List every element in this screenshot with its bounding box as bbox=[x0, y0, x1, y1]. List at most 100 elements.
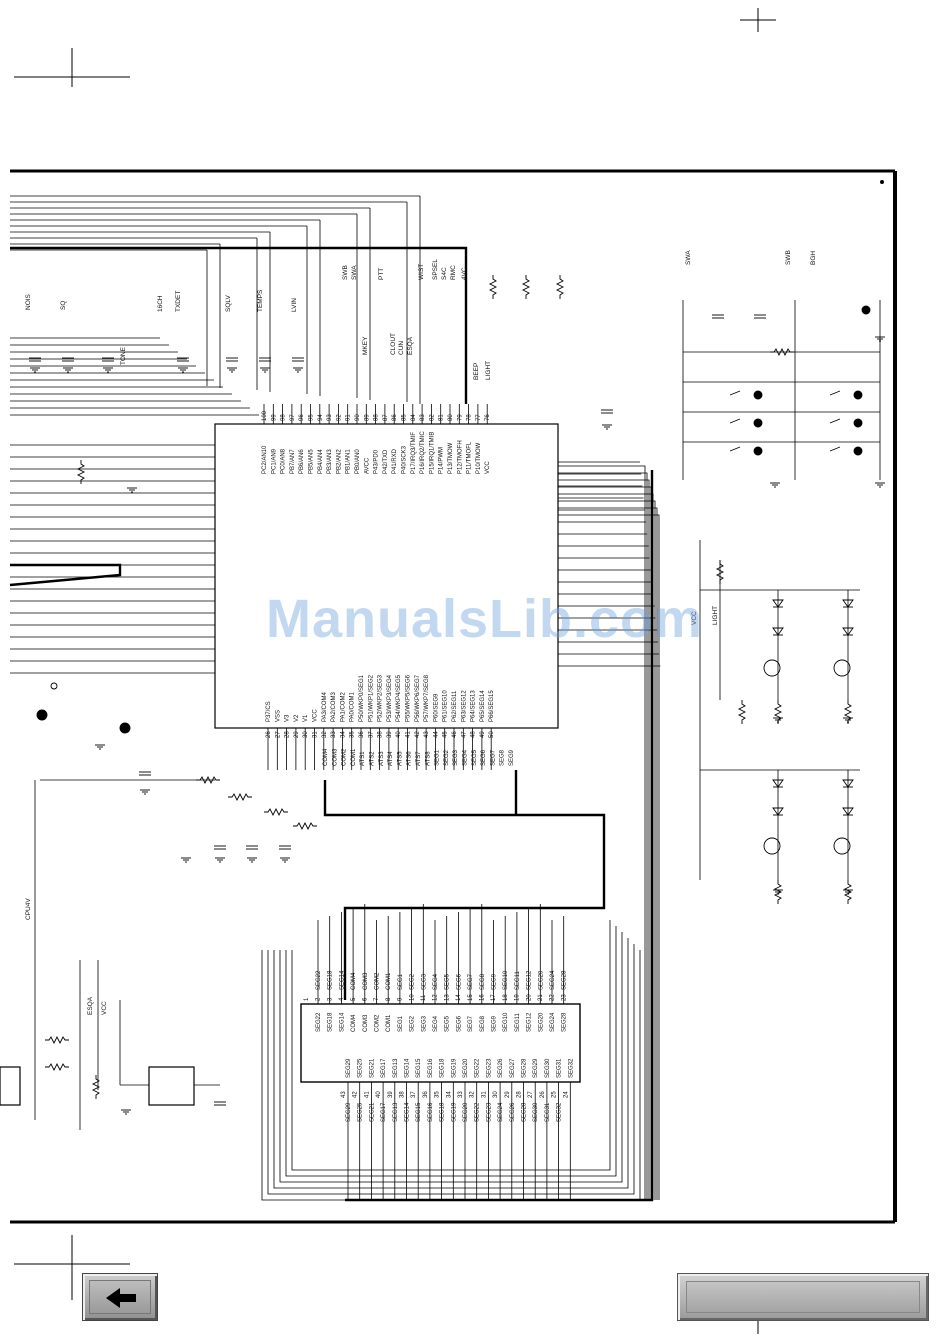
net-label: ATS4 bbox=[388, 751, 394, 766]
pin-name: P13/TMOW bbox=[448, 442, 454, 474]
wire bbox=[293, 821, 317, 831]
pin-number: 83 bbox=[420, 414, 426, 421]
pin-number: 16 bbox=[480, 994, 486, 1001]
lcd-segment: SEG16 bbox=[428, 1058, 434, 1078]
lcd-segment: SEG19 bbox=[451, 1058, 457, 1078]
pin-number: 14 bbox=[456, 994, 462, 1001]
pin-number: 95 bbox=[309, 414, 315, 421]
pin-number: 42 bbox=[353, 1091, 359, 1098]
pin-name: PC0/AN8 bbox=[281, 448, 287, 474]
pin-number: 42 bbox=[415, 731, 421, 738]
switch-contact bbox=[853, 418, 863, 428]
net-label: SEG7 bbox=[468, 973, 474, 990]
pin-number: 96 bbox=[299, 414, 305, 421]
mcu-bottom-pins: 26P37/CS27VSS28V329V230V131VCC32PA3/COM4… bbox=[266, 674, 495, 738]
switch-contact bbox=[753, 390, 763, 400]
net-label: SEG25 bbox=[358, 1102, 364, 1122]
pin-number: 35 bbox=[435, 1091, 441, 1098]
led-symbol bbox=[772, 779, 784, 788]
pin-name: P12/TMOFH bbox=[457, 440, 463, 474]
pin-number: 39 bbox=[388, 1091, 394, 1098]
pin-number: 89 bbox=[364, 414, 370, 421]
pin-number: 29 bbox=[294, 731, 300, 738]
net-label: SEG6 bbox=[481, 749, 487, 766]
wire bbox=[715, 560, 725, 584]
lcd-segment: SEG28 bbox=[522, 1058, 528, 1078]
net-label: SEG21 bbox=[369, 1102, 375, 1122]
lcd-segment: SEG1 bbox=[398, 1015, 404, 1032]
net-label: SEG4 bbox=[433, 973, 439, 990]
net-label: ATS7 bbox=[416, 751, 422, 766]
pin-name: PB2/AN2 bbox=[336, 449, 342, 474]
wire bbox=[829, 446, 841, 452]
wire bbox=[228, 792, 252, 802]
net-label: COM2 bbox=[342, 748, 348, 766]
net-label: TEMPS bbox=[257, 289, 264, 312]
pin-number: 43 bbox=[341, 1091, 347, 1098]
next-page-button[interactable] bbox=[677, 1273, 929, 1321]
pin-name: P52/WKP2/SEG3 bbox=[378, 674, 384, 722]
wire bbox=[729, 446, 741, 452]
wire bbox=[9, 563, 122, 587]
net-label: CLOUT bbox=[390, 333, 397, 355]
pin-name: P42/TXD bbox=[383, 449, 389, 474]
wire bbox=[558, 507, 658, 1200]
wire bbox=[770, 347, 794, 357]
pin-number: 98 bbox=[281, 414, 287, 421]
pin-number: 27 bbox=[528, 1091, 534, 1098]
net-label: COM4 bbox=[323, 748, 329, 766]
pin-number: 47 bbox=[461, 731, 467, 738]
lcd-segment: SEG4 bbox=[433, 1015, 439, 1032]
pin-number: 31 bbox=[481, 1091, 487, 1098]
wire bbox=[91, 1075, 101, 1099]
pin-name: P40/SCK3 bbox=[402, 445, 408, 474]
net-label: LIGHT bbox=[712, 606, 719, 625]
pin-number: 30 bbox=[493, 1091, 499, 1098]
lcd-segment: SEG2 bbox=[410, 1015, 416, 1032]
pin-name: PC2/AN10 bbox=[262, 445, 268, 474]
pin-number: 3 bbox=[327, 997, 333, 1001]
pin-number: 88 bbox=[374, 414, 380, 421]
pin-number: 23 bbox=[561, 994, 567, 1001]
pin-number: 76 bbox=[485, 414, 491, 421]
net-label: RMC bbox=[450, 265, 457, 280]
pin-name: VCC bbox=[313, 709, 319, 722]
pin-name: P56/WKP6/SEG7 bbox=[415, 674, 421, 722]
wire bbox=[737, 700, 747, 724]
pin-number: 27 bbox=[275, 731, 281, 738]
pin-name: P53/WKP3/SEG4 bbox=[387, 674, 393, 722]
pin-number: 37 bbox=[411, 1091, 417, 1098]
pin-name: PB4/AN4 bbox=[318, 449, 324, 474]
net-label: SEG24 bbox=[498, 1102, 504, 1122]
pin-number: 11 bbox=[421, 994, 427, 1001]
wire bbox=[521, 275, 531, 299]
wire bbox=[267, 944, 635, 1195]
switch-contact bbox=[853, 390, 863, 400]
net-label: SEG5 bbox=[472, 749, 478, 766]
net-label: COM4 bbox=[351, 972, 357, 990]
pin-number: 100 bbox=[262, 410, 268, 421]
pin-number: 38 bbox=[400, 1091, 406, 1098]
lcd-segment: SEG25 bbox=[358, 1058, 364, 1078]
back-button-face bbox=[89, 1280, 151, 1314]
pin-name: P55/WKP5/SEG6 bbox=[406, 674, 412, 722]
back-button[interactable] bbox=[82, 1273, 158, 1321]
pin-name: P41/RXD bbox=[392, 448, 398, 474]
wire bbox=[279, 932, 623, 1183]
pin-name: P65/SEG14 bbox=[480, 690, 486, 722]
net-label: BGH bbox=[810, 251, 817, 265]
pin-name: P61/SEG10 bbox=[443, 690, 449, 722]
net-label: SPSEL bbox=[432, 259, 439, 280]
pin-number: 39 bbox=[387, 731, 393, 738]
net-label: SEG19 bbox=[451, 1102, 457, 1122]
pin-name: P43/PD0 bbox=[374, 449, 380, 474]
net-label: ATS5 bbox=[397, 751, 403, 766]
lcd-segment: SEG29 bbox=[346, 1058, 352, 1078]
wire bbox=[273, 938, 629, 1189]
lcd-segment: SEG5 bbox=[445, 1015, 451, 1032]
pin-number: 26 bbox=[266, 731, 272, 738]
wire bbox=[291, 920, 611, 1171]
net-label: SEG29 bbox=[346, 1102, 352, 1122]
